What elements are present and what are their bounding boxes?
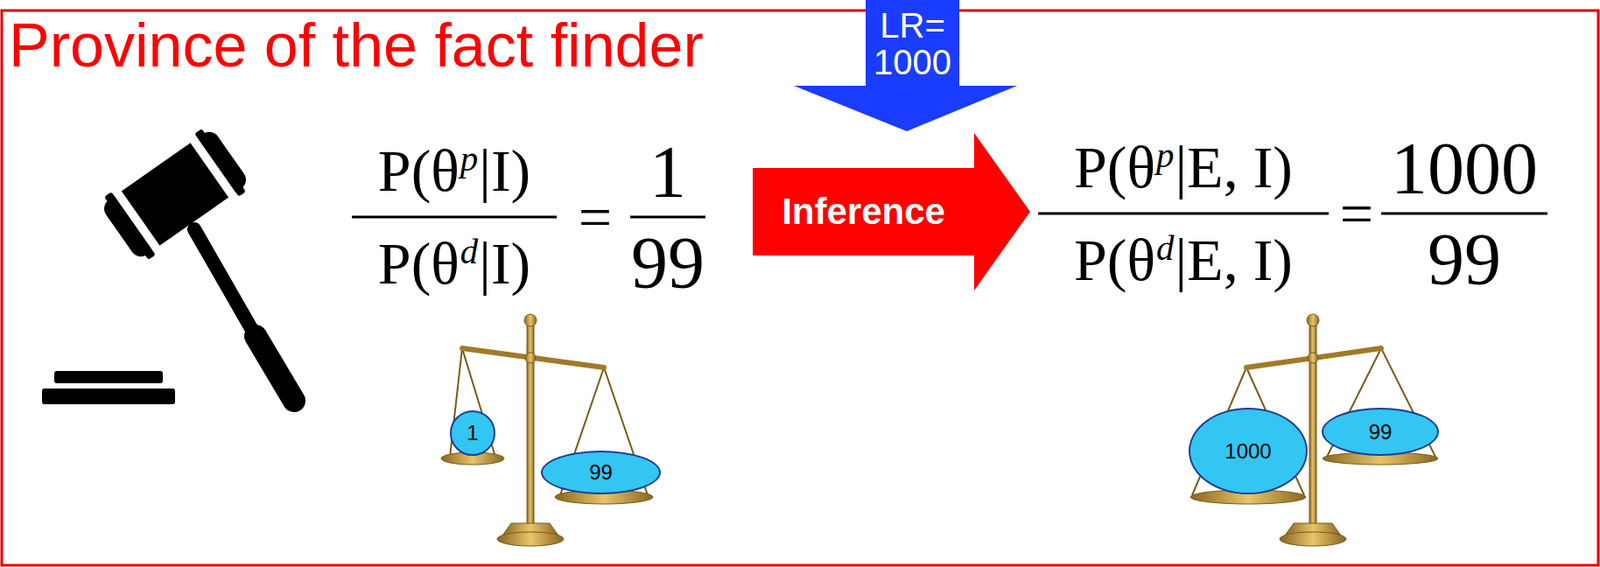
inference-arrow: Inference: [752, 133, 1031, 291]
formula-part: 1000: [1377, 127, 1551, 211]
formula-text: |E, I): [1175, 230, 1293, 290]
formula-part: P(θp|I): [346, 131, 562, 211]
formula-text: |I): [478, 140, 531, 201]
formula-part: P(θp|E, I): [1029, 127, 1338, 207]
subscript: p: [1155, 138, 1175, 175]
fraction-bar: [630, 216, 706, 219]
weight-value: 1: [466, 421, 478, 446]
fraction-bar: [1381, 212, 1548, 216]
odds-number: 99: [1427, 223, 1502, 297]
formula-part: 99: [626, 222, 709, 305]
weight-bubble: 1000: [1188, 407, 1308, 495]
formula-text: P(θ: [378, 233, 460, 294]
arrow-label: Inference: [781, 190, 946, 233]
formula-text: P(θ: [1073, 137, 1156, 197]
weight-bubble: 1: [449, 410, 496, 457]
odds-number: 1: [649, 135, 687, 210]
odds-number: 1000: [1390, 132, 1538, 206]
lr-arrow-head: [793, 85, 1018, 132]
formula-text: =: [578, 187, 612, 247]
fraction-bar: [351, 216, 557, 219]
subscript: d: [459, 234, 479, 271]
frame-border: [1, 10, 1599, 566]
formula-part: 99: [1377, 218, 1551, 302]
fraction-bar: [1038, 212, 1329, 216]
weight-bubble: 99: [540, 450, 661, 495]
odds-number: 99: [631, 226, 705, 301]
formula-text: |E, I): [1175, 137, 1293, 197]
weight-value: 99: [589, 460, 613, 485]
formula-part: =: [560, 177, 631, 257]
ratio-text: LR= 1000: [870, 7, 955, 81]
arrow-body: Inference: [752, 168, 975, 256]
subscript: d: [1155, 231, 1175, 267]
weight-value: 1000: [1224, 439, 1271, 464]
diagram-title: Province of the fact finder: [8, 12, 704, 80]
gavel-icon: [42, 123, 295, 405]
weight-value: 99: [1368, 420, 1393, 445]
formula-text: P(θ: [1073, 230, 1156, 290]
arrow-fill: [752, 133, 1031, 291]
lr-box: LR= 1000: [865, 0, 960, 87]
subscript: p: [459, 141, 479, 178]
formula-part: P(θd|I): [346, 224, 562, 303]
formula-part: P(θd|E, I): [1029, 220, 1338, 300]
scale-left: [441, 314, 653, 547]
formula-part: 1: [626, 131, 709, 214]
formula-text: P(θ: [378, 140, 460, 201]
weight-bubble: 99: [1321, 407, 1439, 457]
formula-part: =: [1333, 174, 1380, 253]
formula-text: =: [1340, 183, 1374, 244]
formula-text: |I): [478, 233, 531, 294]
